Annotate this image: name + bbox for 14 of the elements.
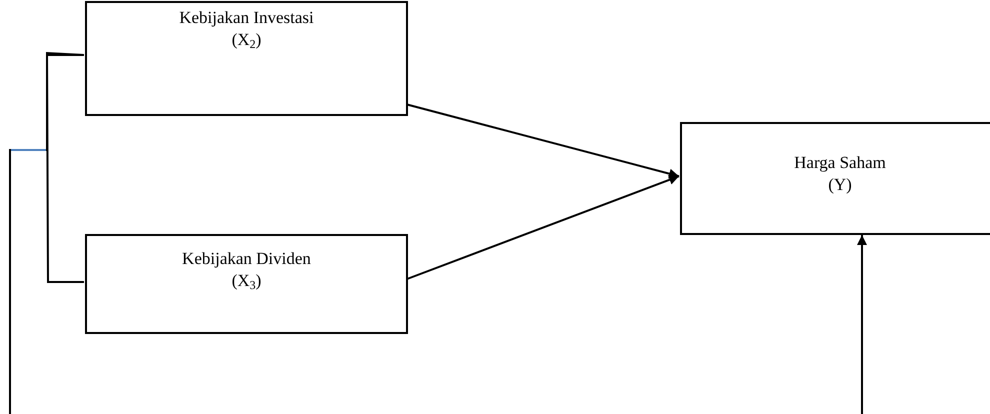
- arrow: [406, 104, 680, 179]
- variable-symbol: (Y): [828, 174, 852, 196]
- variable-box: [680, 122, 990, 235]
- connector-line: [46, 52, 84, 283]
- variable-box: [85, 1, 408, 116]
- variable-name: Kebijakan Investasi: [179, 7, 314, 29]
- variable-name: Kebijakan Dividen: [182, 248, 311, 270]
- arrow: [406, 175, 680, 280]
- variable-symbol: (X$_{3}$): [232, 270, 262, 292]
- variable-name: Harga Saham: [794, 152, 886, 174]
- connector-line: [9, 54, 84, 414]
- variable-symbol: (X$_{2}$): [232, 29, 262, 51]
- arrow: [857, 235, 867, 414]
- variable-box: [85, 234, 408, 334]
